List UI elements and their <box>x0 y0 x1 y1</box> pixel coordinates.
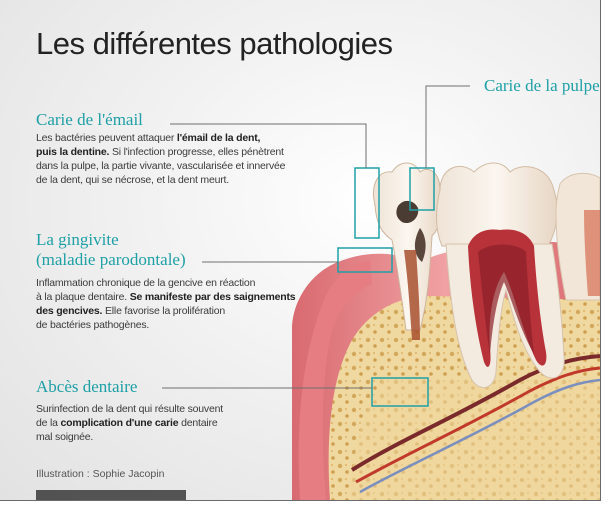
label-abces: Abcès dentaire <box>36 377 137 397</box>
page-title: Les différentes pathologies <box>36 26 392 62</box>
infographic-frame: Les différentes pathologies Carie de la … <box>0 0 601 501</box>
jaw-bone-inner <box>350 380 600 500</box>
text-gingivite: Inflammation chronique de la gencive en … <box>36 276 295 332</box>
leader-line-pulpe <box>426 86 470 168</box>
label-carie-email: Carie de l'émail <box>36 110 143 130</box>
text-carie-email: Les bactéries peuvent attaquer l'émail d… <box>36 131 285 187</box>
label-carie-pulpe: Carie de la pulpe <box>484 76 600 96</box>
illustration-credit: Illustration : Sophie Jacopin <box>36 468 164 480</box>
label-gingivite: La gingivite (maladie parodontale) <box>36 230 186 270</box>
cropped-text-fragment <box>36 490 186 500</box>
text-abces: Surinfection de la dent qui résulte souv… <box>36 402 223 444</box>
